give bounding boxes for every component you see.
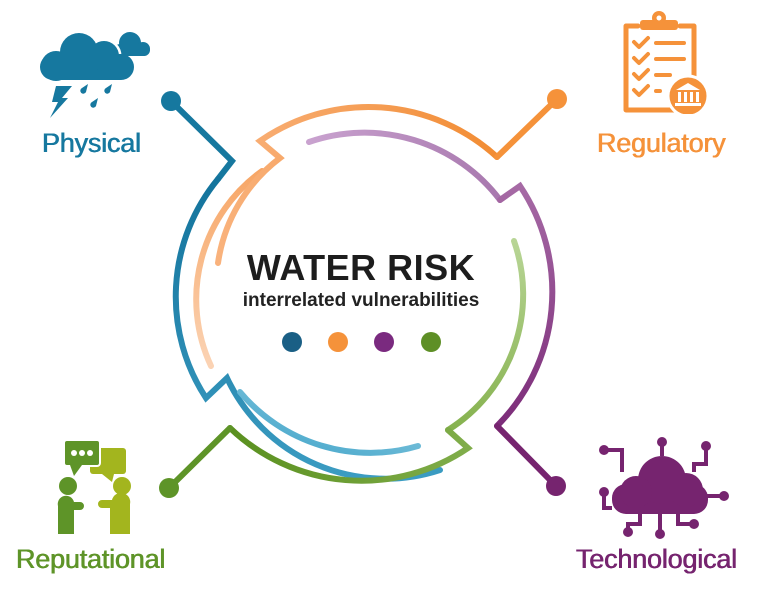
reputational-inner-arc bbox=[445, 238, 527, 433]
category-label-regulatory: Regulatory bbox=[597, 128, 726, 158]
physical-inner-arc bbox=[237, 389, 421, 456]
regulatory-ring-segment bbox=[215, 89, 567, 266]
people-conversation-icon bbox=[57, 439, 131, 534]
regulatory-inner-arc bbox=[193, 168, 265, 369]
storm-cloud-icon bbox=[40, 30, 150, 118]
category-label-technological: Technological bbox=[576, 544, 738, 574]
diagram-title: WATER RISK bbox=[246, 247, 476, 288]
clipboard-checklist-bank-icon bbox=[623, 11, 710, 114]
physical-dot bbox=[282, 332, 302, 352]
category-dots bbox=[280, 332, 450, 354]
technological-inner-arc bbox=[306, 129, 503, 203]
diagram-subtitle: interrelated vulnerabilities bbox=[242, 290, 480, 311]
reputational-ring-segment bbox=[159, 425, 473, 498]
technological-dot bbox=[374, 332, 394, 352]
reputational-dot bbox=[421, 332, 441, 352]
regulatory-dot bbox=[328, 332, 348, 352]
physical-ring-segment bbox=[161, 91, 443, 482]
cloud-network-icon bbox=[599, 437, 729, 539]
category-label-reputational: Reputational bbox=[16, 544, 166, 574]
technological-ring-segment bbox=[494, 181, 566, 496]
category-label-physical: Physical bbox=[42, 128, 141, 158]
